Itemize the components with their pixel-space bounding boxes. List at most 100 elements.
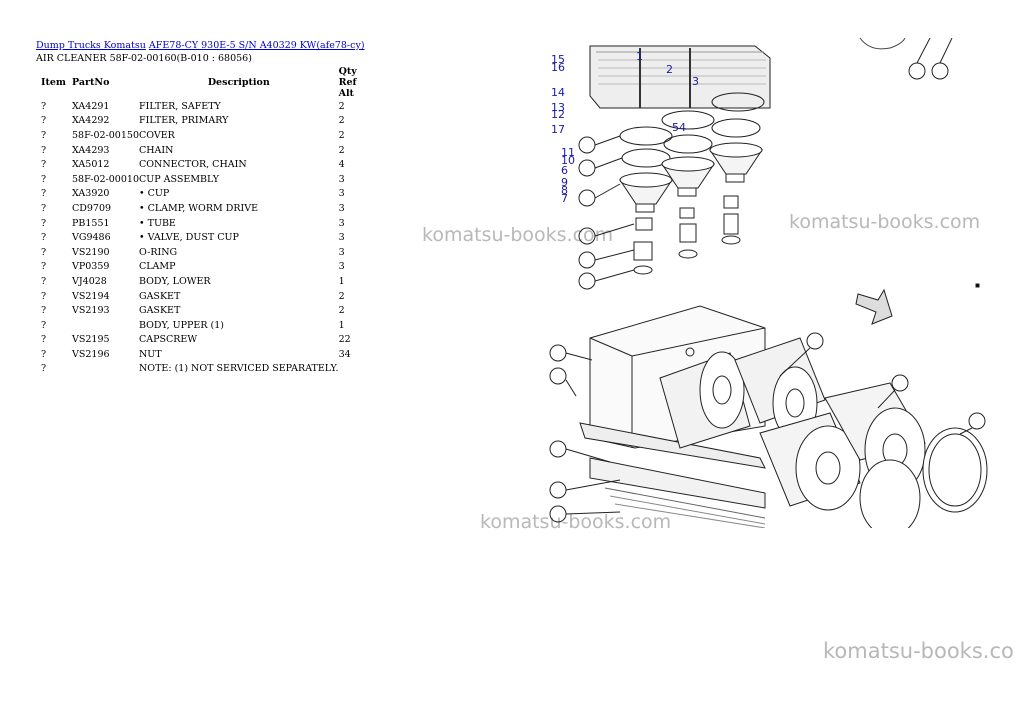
cell-description: CONNECTOR, CHAIN bbox=[138, 159, 247, 171]
watermark: komatsu-books.com bbox=[789, 211, 981, 233]
breadcrumb: Dump Trucks Komatsu AFE78-CY 930E-5 S/N … bbox=[36, 40, 365, 51]
cell-partno: 58F-02-00150 bbox=[72, 129, 139, 141]
callout-11: 11 bbox=[561, 146, 575, 159]
cell-partno: XA5012 bbox=[72, 159, 110, 171]
callout-13: 13 bbox=[551, 101, 565, 114]
cell-item: ? bbox=[41, 319, 47, 331]
cell-partno: VS2194 bbox=[72, 290, 110, 302]
cell-item: ? bbox=[41, 363, 47, 375]
cell-description: FILTER, PRIMARY bbox=[138, 115, 229, 127]
cell-item: ? bbox=[41, 290, 47, 302]
cell-description: CLAMP bbox=[138, 261, 176, 273]
callout-circles-bottom bbox=[549, 332, 986, 523]
cell-qty: 3 bbox=[338, 173, 345, 185]
cell-partno bbox=[72, 362, 139, 377]
cell-partno: VS2193 bbox=[72, 305, 110, 317]
cell-item: ? bbox=[41, 100, 47, 112]
cell-description: CHAIN bbox=[138, 144, 174, 156]
cell-item: ? bbox=[41, 334, 47, 346]
cell-item: ? bbox=[41, 217, 47, 229]
breadcrumb-link-model[interactable]: AFE78-CY 930E-5 S/N A40329 KW(afe78-cy) bbox=[148, 40, 365, 51]
col-header-qty: Qty Ref Alt bbox=[338, 66, 357, 99]
callout-2: 2 bbox=[666, 63, 673, 76]
cell-partno: VS2190 bbox=[72, 246, 110, 258]
cell-partno: VP0359 bbox=[72, 261, 110, 273]
cell-item: ? bbox=[41, 144, 47, 156]
cell-description: FILTER, SAFETY bbox=[138, 100, 221, 112]
cell-partno: VG9486 bbox=[72, 232, 111, 244]
cell-qty: 2 bbox=[338, 129, 345, 141]
cell-description: BODY, LOWER bbox=[138, 275, 211, 287]
callout-12: 12 bbox=[551, 108, 565, 121]
cell-partno: CD9709 bbox=[72, 202, 112, 214]
table-row: ?NOTE: (1) NOT SERVICED SEPARATELY. bbox=[36, 362, 361, 377]
cell-qty: 22 bbox=[338, 334, 351, 346]
watermark: komatsu-books.co bbox=[823, 639, 1014, 663]
col-header-item: Item bbox=[41, 77, 66, 88]
callout-6: 6 bbox=[561, 164, 568, 177]
front-arrow-icon bbox=[855, 288, 893, 325]
cell-qty: 2 bbox=[338, 115, 345, 127]
cell-partno bbox=[72, 318, 139, 333]
cell-description: • CUP bbox=[138, 188, 170, 200]
watermark: komatsu-books.com bbox=[480, 511, 672, 533]
cell-qty: 3 bbox=[338, 188, 345, 200]
col-header-partno: PartNo bbox=[72, 77, 110, 88]
cell-description: CAPSCREW bbox=[138, 334, 198, 346]
callout-3: 3 bbox=[692, 75, 699, 88]
upper-housing-illustration bbox=[589, 45, 771, 109]
cell-qty: 3 bbox=[338, 202, 345, 214]
cell-item: ? bbox=[41, 129, 47, 141]
cell-qty: 2 bbox=[338, 305, 345, 317]
table-row: ? XA4292 FILTER, PRIMARY 2 bbox=[36, 114, 361, 129]
page-subtitle: AIR CLEANER 58F-02-00160(B-010 : 68056) bbox=[36, 53, 252, 64]
callout-10: 10 bbox=[561, 154, 575, 167]
table-row: ? VS2196 NUT 34 bbox=[36, 347, 361, 362]
callout-9: 9 bbox=[561, 176, 568, 189]
cell-qty: 2 bbox=[338, 290, 345, 302]
callout-17: 17 bbox=[551, 123, 565, 136]
callout-circles-top bbox=[578, 38, 953, 290]
cell-qty: 34 bbox=[338, 348, 351, 360]
cell-description: O-RING bbox=[138, 246, 178, 258]
tubes-and-valves-illustration bbox=[633, 195, 741, 275]
callout-8: 8 bbox=[561, 184, 568, 197]
cell-description: CUP ASSEMBLY bbox=[138, 173, 219, 185]
watermark: komatsu-books.com bbox=[422, 224, 614, 246]
cell-item: ? bbox=[41, 115, 47, 127]
cell-partno: XA4292 bbox=[72, 115, 110, 127]
callout-1: 1 bbox=[636, 50, 643, 63]
dust-cups-illustration bbox=[619, 142, 763, 213]
callout-7: 7 bbox=[561, 192, 568, 205]
cell-item: ? bbox=[41, 261, 47, 273]
cell-item: ? bbox=[41, 159, 47, 171]
cell-qty: 1 bbox=[338, 319, 345, 331]
cell-description: NUT bbox=[138, 348, 162, 360]
cell-qty: 3 bbox=[338, 217, 345, 229]
cell-qty bbox=[339, 362, 361, 377]
exploded-parts-diagram: 15 16 1 2 3 14 13 12 54 17 11 10 6 9 8 7 bbox=[549, 38, 988, 528]
breadcrumb-link-dump-trucks[interactable]: Dump Trucks Komatsu bbox=[36, 40, 146, 51]
cell-partno: VJ4028 bbox=[72, 275, 107, 287]
cell-item: ? bbox=[41, 202, 47, 214]
cell-partno: XA4293 bbox=[72, 144, 110, 156]
cell-item: ? bbox=[41, 348, 47, 360]
cell-item: ? bbox=[41, 173, 47, 185]
cell-description: COVER bbox=[138, 129, 175, 141]
cell-partno: PB1551 bbox=[72, 217, 110, 229]
cell-item: ? bbox=[41, 232, 47, 244]
callout-15: 15 bbox=[551, 53, 565, 66]
cell-description: BODY, UPPER (1) bbox=[138, 319, 224, 331]
cell-partno: VS2196 bbox=[72, 348, 110, 360]
